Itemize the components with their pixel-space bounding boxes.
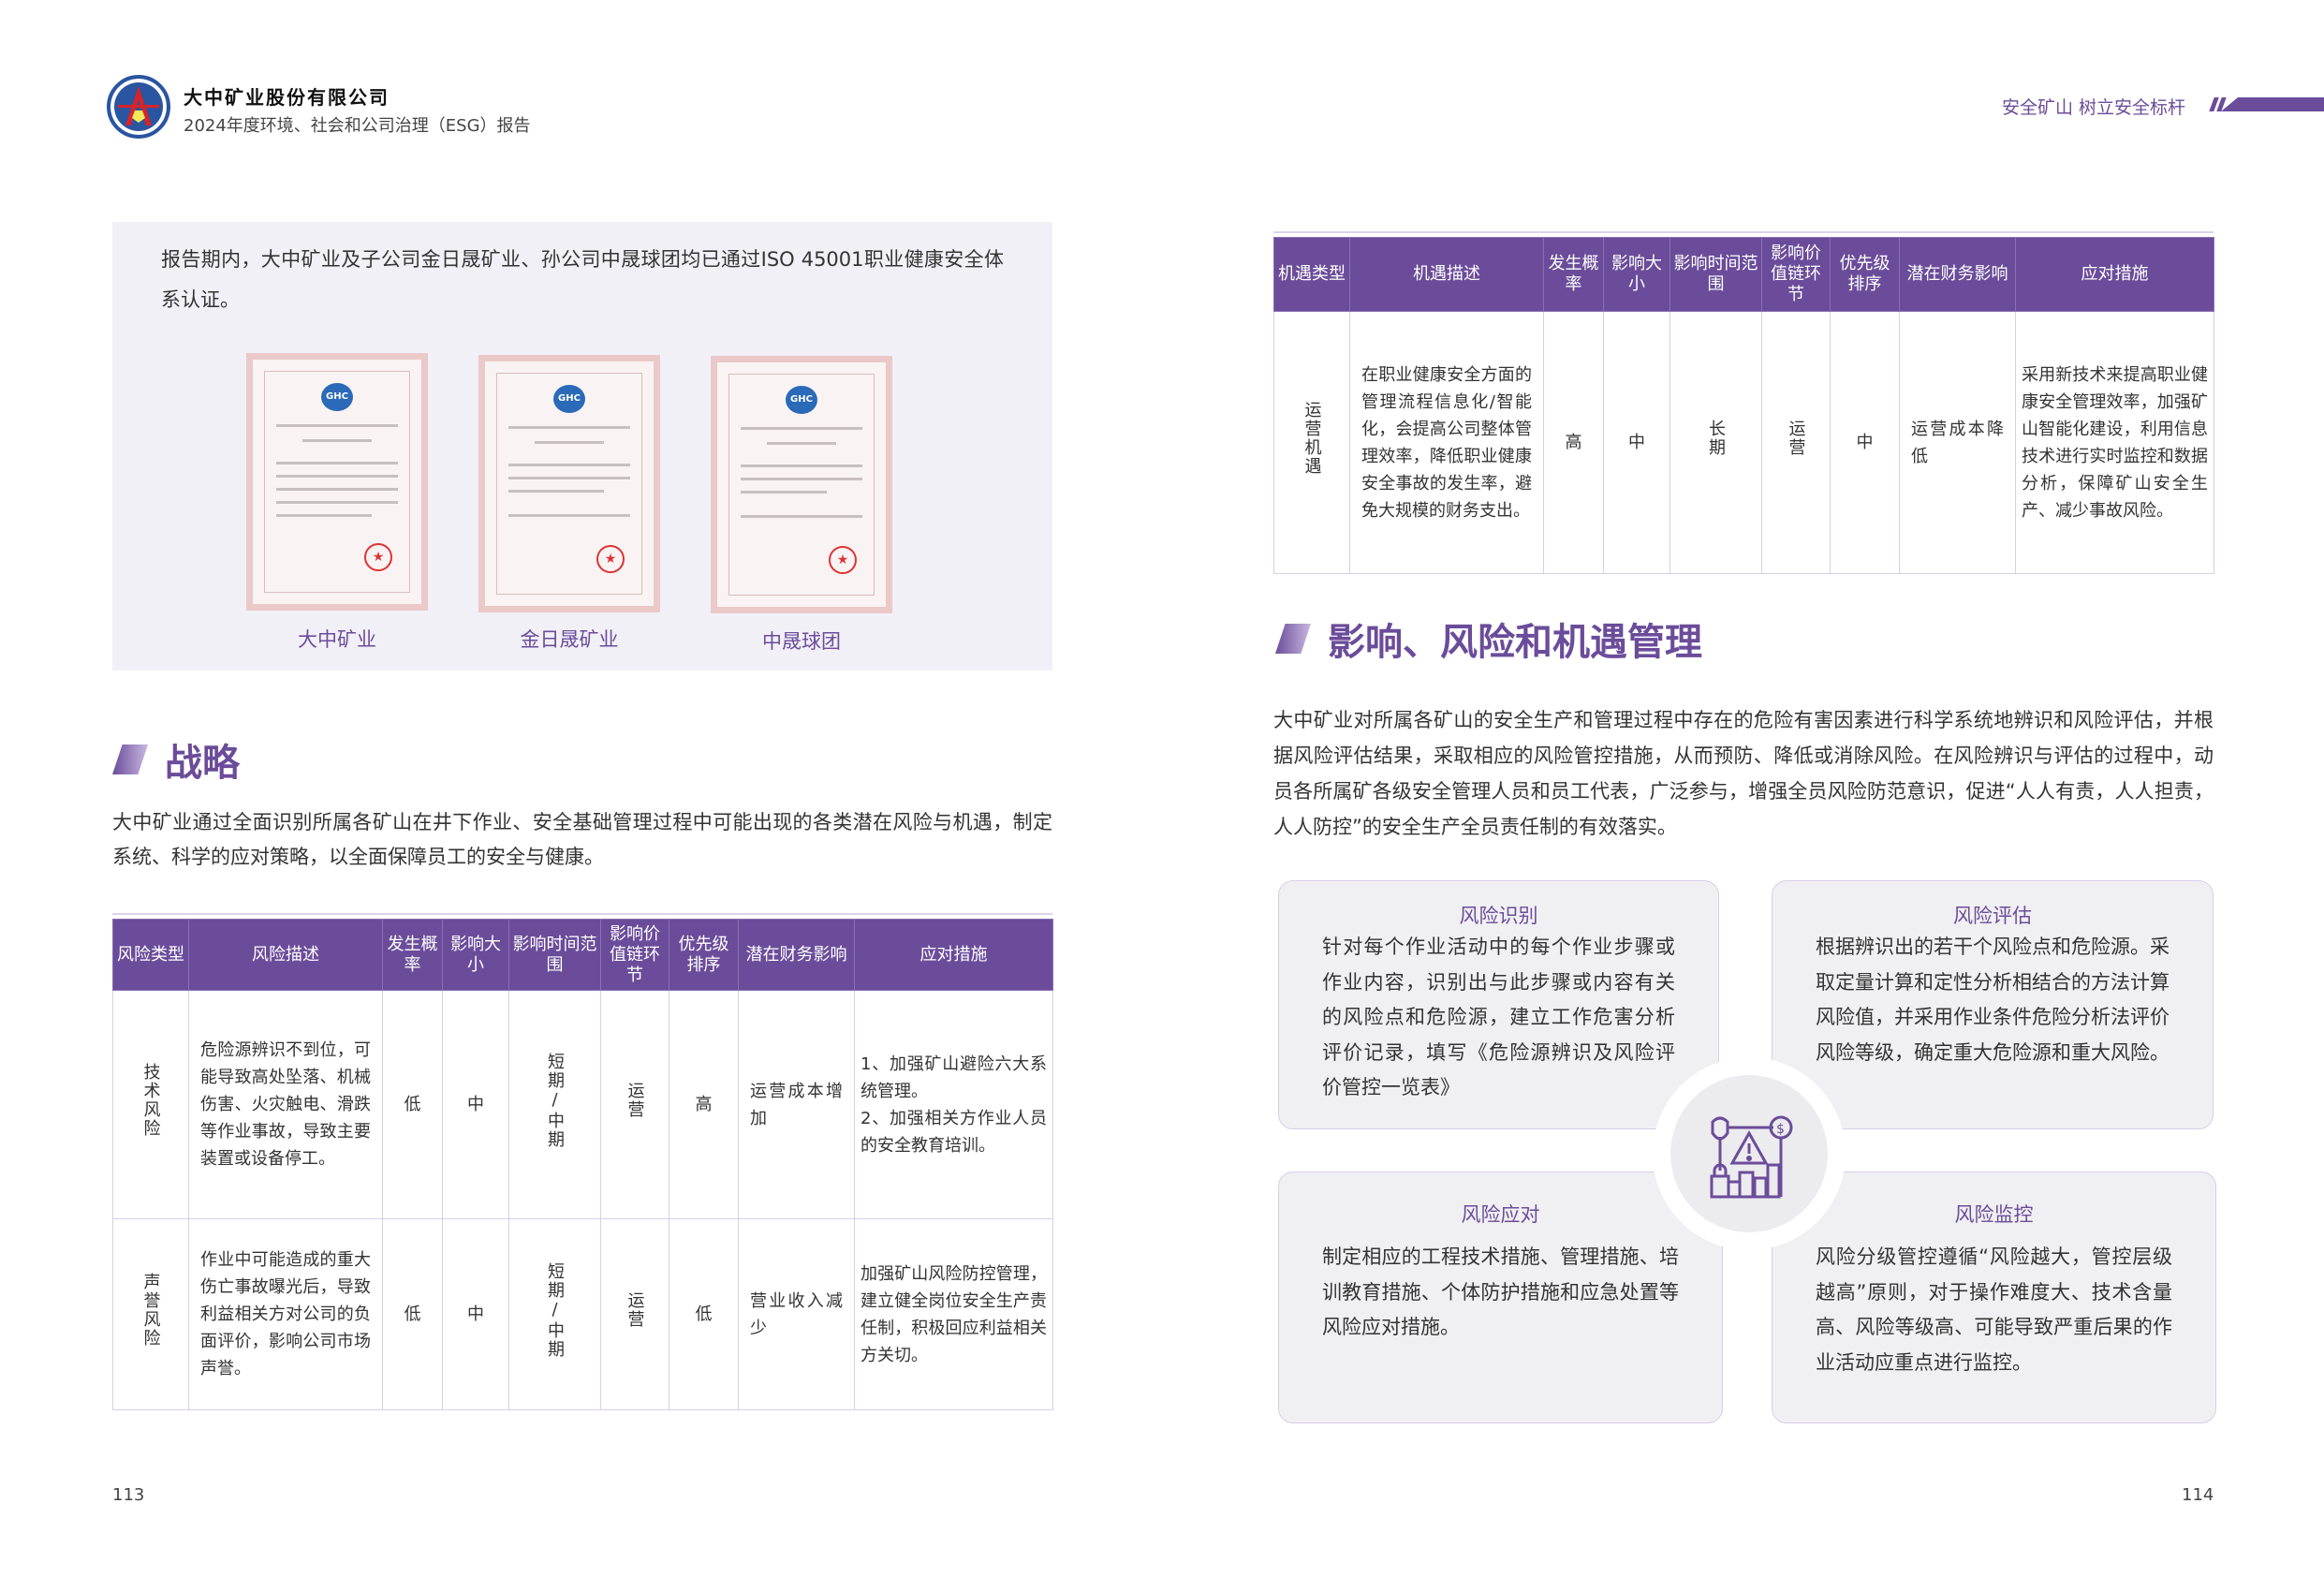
financial-impact: 营业收入减少 bbox=[738, 1218, 855, 1410]
column-header: 潜在财务影响 bbox=[1899, 237, 2016, 312]
value-chain: 运营 bbox=[1786, 420, 1806, 457]
column-header: 机遇类型 bbox=[1273, 237, 1350, 312]
card-title: 风险监控 bbox=[1954, 1203, 2034, 1226]
page-number-right: 114 bbox=[2182, 1485, 2214, 1505]
time-range: 短期/中期 bbox=[545, 1052, 565, 1149]
priority: 低 bbox=[669, 1218, 739, 1410]
table-header-row: 风险类型 风险描述 发生概率 影响大小 影响时间范围 影响价值链环节 优先级排序… bbox=[112, 919, 1053, 991]
card-risk-response: 风险应对 制定相应的工程技术措施、管理措施、培训教育措施、个体防护措施和应急处置… bbox=[1278, 1172, 1723, 1423]
card-text: 制定相应的工程技术措施、管理措施、培训教育措施、个体防护措施和应急处置等风险应对… bbox=[1322, 1245, 1679, 1338]
opportunity-table: 机遇类型 机遇描述 发生概率 影响大小 影响时间范围 影响价值链环节 优先级排序… bbox=[1273, 237, 2214, 574]
strategy-text: 大中矿业通过全面识别所属各矿山在井下作业、安全基础管理过程中可能出现的各类潜在风… bbox=[112, 811, 1052, 868]
card-risk-assessment: 风险评估 根据辨识出的若干个风险点和危险源。采取定量计算和定性分析相结合的方法计… bbox=[1772, 880, 2214, 1129]
column-header: 机遇描述 bbox=[1349, 237, 1544, 312]
seal-icon: ★ bbox=[364, 543, 392, 571]
card-title: 风险评估 bbox=[1953, 905, 2032, 927]
financial-impact: 运营成本降低 bbox=[1899, 311, 2016, 574]
strategy-heading: 战略 bbox=[165, 742, 240, 785]
table-top-rule bbox=[1273, 231, 2214, 233]
seal-icon: ★ bbox=[829, 546, 857, 574]
certificate-label: 中晟球团 bbox=[762, 630, 841, 653]
certification-text: 报告期内，大中矿业及子公司金日晟矿业、孙公司中晟球团均已通过ISO 45001职… bbox=[161, 248, 1004, 311]
ghc-logo: GHC bbox=[553, 385, 585, 413]
card-risk-identification: 风险识别 针对每个作业活动中的每个作业步骤或作业内容，识别出与此步骤或内容有关的… bbox=[1278, 880, 1719, 1129]
certificate-image: GHC ★ bbox=[478, 355, 660, 612]
impact-size: 中 bbox=[442, 1218, 509, 1410]
response-measures: 加强矿山风险防控管理，建立健全岗位安全生产责任制，积极回应利益相关方关切。 bbox=[854, 1218, 1053, 1410]
certificate-label: 金日晟矿业 bbox=[520, 628, 619, 651]
certificate-image: GHC ★ bbox=[246, 353, 428, 611]
response-measures: 1、加强矿山避险六大系统管理。 2、加强相关方作业人员的安全教育培训。 bbox=[854, 990, 1053, 1219]
financial-impact: 运营成本增加 bbox=[738, 990, 855, 1219]
header-bar bbox=[2221, 97, 2324, 111]
card-text: 根据辨识出的若干个风险点和危险源。采取定量计算和定性分析相结合的方法计算风险值，… bbox=[1816, 936, 2170, 1064]
card-text: 针对每个作业活动中的每个作业步骤或作业内容，识别出与此步骤或内容有关的风险点和危… bbox=[1322, 936, 1675, 1098]
center-circle: $ bbox=[1653, 1057, 1846, 1250]
management-heading: 影响、风险和机遇管理 bbox=[1328, 621, 1702, 664]
card-risk-monitoring: 风险监控 风险分级管控遵循“风险越大，管控层级越高”原则，对于操作难度大、技术含… bbox=[1772, 1172, 2216, 1423]
priority: 中 bbox=[1830, 311, 1900, 574]
page-number-left: 113 bbox=[112, 1485, 145, 1505]
risk-table: 风险类型 风险描述 发生概率 影响大小 影响时间范围 影响价值链环节 优先级排序… bbox=[112, 919, 1053, 1410]
section-slogan: 安全矿山 树立安全标杆 bbox=[2002, 97, 2186, 118]
certificate-image: GHC ★ bbox=[711, 356, 892, 613]
risk-type: 技术风险 bbox=[140, 1063, 161, 1138]
column-header: 应对措施 bbox=[2015, 237, 2214, 312]
ghc-logo: GHC bbox=[321, 383, 353, 411]
table-header-row: 机遇类型 机遇描述 发生概率 影响大小 影响时间范围 影响价值链环节 优先级排序… bbox=[1273, 237, 2214, 312]
card-title: 风险识别 bbox=[1459, 905, 1538, 927]
column-header: 影响价值链环节 bbox=[600, 919, 669, 991]
table-row: 运营机遇 在职业健康安全方面的管理流程信息化/智能化，会提高公司整体管理效率，降… bbox=[1273, 311, 2214, 574]
table-row: 声誉风险 作业中可能造成的重大伤亡事故曝光后，导致利益相关方对公司的负面评价，影… bbox=[112, 1218, 1053, 1410]
column-header: 影响大小 bbox=[442, 919, 509, 991]
column-header: 应对措施 bbox=[854, 919, 1053, 991]
management-text: 大中矿业对所属各矿山的安全生产和管理过程中存在的危险有害因素进行科学系统地辨识和… bbox=[1273, 709, 2214, 838]
risk-management-icon: $ bbox=[1710, 1115, 1793, 1199]
svg-text:$: $ bbox=[1776, 1122, 1785, 1137]
column-header: 影响价值链环节 bbox=[1761, 237, 1831, 312]
value-chain: 运营 bbox=[625, 1291, 645, 1329]
value-chain: 运营 bbox=[625, 1082, 645, 1119]
risk-description: 作业中可能造成的重大伤亡事故曝光后，导致利益相关方对公司的负面评价，影响公司市场… bbox=[188, 1218, 383, 1410]
column-header: 风险类型 bbox=[112, 919, 189, 991]
response-measures: 采用新技术来提高职业健康安全管理效率，加强矿山智能化建设，利用信息技术进行实时监… bbox=[2015, 311, 2214, 574]
risk-type: 声誉风险 bbox=[140, 1273, 161, 1348]
ghc-logo: GHC bbox=[786, 386, 817, 414]
priority: 高 bbox=[669, 990, 739, 1219]
opportunity-description: 在职业健康安全方面的管理流程信息化/智能化，会提高公司整体管理效率，降低职业健康… bbox=[1349, 311, 1544, 574]
company-name: 大中矿业股份有限公司 bbox=[184, 86, 390, 109]
column-header: 影响时间范围 bbox=[508, 919, 601, 991]
column-header: 优先级排序 bbox=[1830, 237, 1900, 312]
impact-size: 中 bbox=[1603, 311, 1670, 574]
table-row: 技术风险 危险源辨识不到位，可能导致高处坠落、机械伤害、火灾触电、滑跌等作业事故… bbox=[112, 990, 1053, 1219]
certificate-label: 大中矿业 bbox=[298, 628, 376, 651]
seal-icon: ★ bbox=[596, 545, 625, 573]
table-top-rule bbox=[112, 913, 1052, 915]
column-header: 风险描述 bbox=[188, 919, 383, 991]
report-title: 2024年度环境、社会和公司治理（ESG）报告 bbox=[184, 116, 531, 136]
column-header: 优先级排序 bbox=[669, 919, 739, 991]
section-heading-icon bbox=[112, 744, 148, 774]
probability: 低 bbox=[382, 990, 443, 1219]
probability: 高 bbox=[1543, 311, 1604, 574]
column-header: 发生概率 bbox=[382, 919, 443, 991]
time-range: 长期 bbox=[1706, 420, 1726, 457]
card-title: 风险应对 bbox=[1461, 1203, 1540, 1226]
column-header: 发生概率 bbox=[1543, 237, 1604, 312]
opportunity-type: 运营机遇 bbox=[1302, 401, 1322, 476]
section-heading-icon bbox=[1275, 624, 1311, 654]
column-header: 影响时间范围 bbox=[1669, 237, 1762, 312]
column-header: 潜在财务影响 bbox=[738, 919, 855, 991]
impact-size: 中 bbox=[442, 990, 509, 1219]
risk-description: 危险源辨识不到位，可能导致高处坠落、机械伤害、火灾触电、滑跌等作业事故，导致主要… bbox=[188, 990, 383, 1219]
probability: 低 bbox=[382, 1218, 443, 1410]
time-range: 短期/中期 bbox=[545, 1261, 565, 1359]
column-header: 影响大小 bbox=[1603, 237, 1670, 312]
company-logo bbox=[107, 75, 170, 139]
card-text: 风险分级管控遵循“风险越大，管控层级越高”原则，对于操作难度大、技术含量高、风险… bbox=[1816, 1245, 2172, 1374]
